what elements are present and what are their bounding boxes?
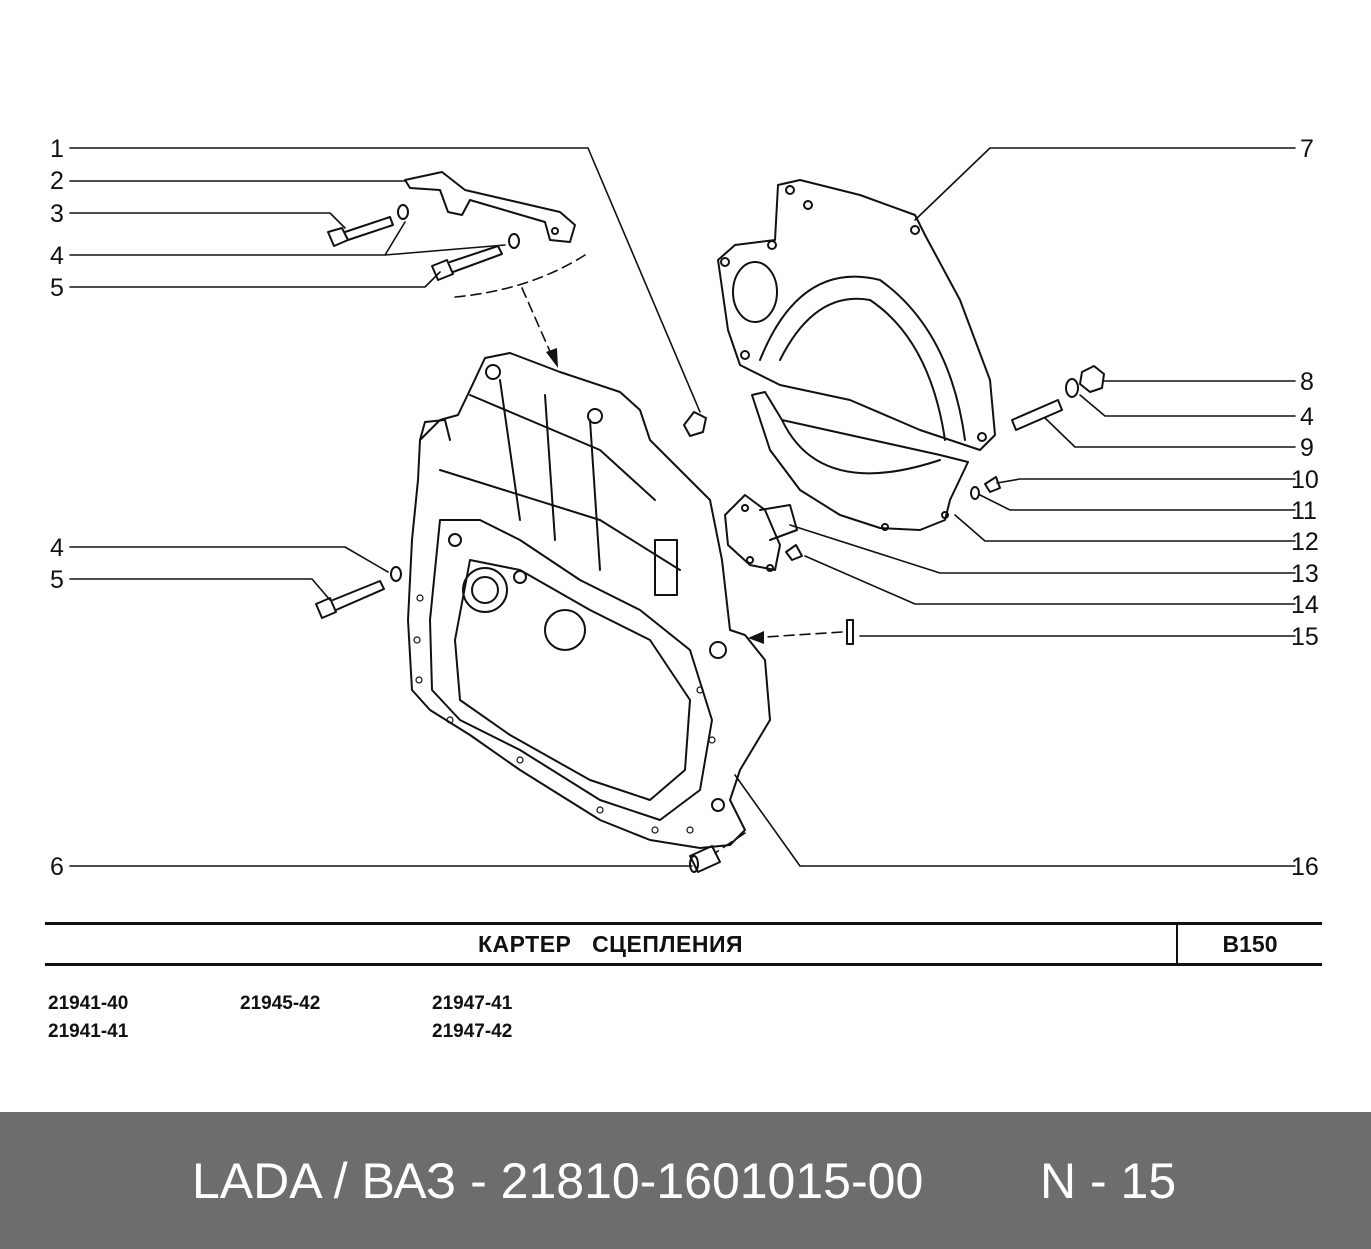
model-code: 21941-40	[48, 993, 129, 1014]
callout-9: 9	[1300, 434, 1314, 462]
callout-8: 8	[1300, 368, 1314, 396]
callout-16: 16	[1291, 853, 1319, 881]
bolt-part-10	[984, 476, 1001, 493]
plug-part-1	[683, 411, 707, 437]
model-list: 21941-40 21941-41 21945-42 21947-41 2194…	[48, 990, 748, 1060]
diagram-code: В150	[1176, 925, 1322, 963]
callout-labels: 1 2 3 4 5 4 5 6 7 8 4 9 10 11 12 13 14 1…	[50, 135, 1319, 881]
callout-1: 1	[50, 135, 64, 163]
callout-4-left: 4	[50, 534, 64, 562]
callout-15: 15	[1291, 623, 1319, 651]
bracket-part-2	[404, 171, 576, 243]
leader-lines	[69, 147, 1296, 867]
stud-part-9	[1011, 399, 1063, 431]
shield-part-7	[717, 179, 996, 451]
bolt-part-5-left	[315, 580, 385, 619]
callout-13: 13	[1291, 560, 1319, 588]
washer-part-4-left	[390, 566, 402, 582]
callout-7: 7	[1300, 135, 1314, 163]
washer-part-11	[970, 486, 980, 500]
title-bar: КАРТЕР СЦЕПЛЕНИЯ В150	[45, 922, 1322, 966]
footer-part-number: LADA / ВАЗ - 21810-1601015-00	[192, 1152, 924, 1209]
callout-2: 2	[50, 167, 64, 195]
guide-part-13	[724, 494, 798, 572]
callout-14: 14	[1291, 591, 1319, 619]
model-column-1: 21941-40 21941-41	[48, 990, 128, 1046]
diagram-title: КАРТЕР СЦЕПЛЕНИЯ	[477, 930, 744, 957]
callout-4-right: 4	[1300, 403, 1314, 431]
model-code: 21947-41	[432, 993, 513, 1014]
footer-page: N - 15	[1040, 1152, 1177, 1209]
bolt-part-5	[431, 233, 520, 281]
model-column-2: 21945-42	[240, 990, 320, 1018]
nut-part-8	[1079, 365, 1105, 393]
washer-part-4-right	[1065, 378, 1079, 398]
footer-banner: LADA / ВАЗ - 21810-1601015-00 N - 15	[0, 1112, 1371, 1249]
callout-10: 10	[1291, 466, 1319, 494]
model-code: 21947-42	[432, 1021, 513, 1042]
callout-5-left: 5	[50, 566, 64, 594]
assembly-dashes	[454, 254, 843, 854]
pin-part-15	[846, 619, 854, 645]
parts-diagram: 1 2 3 4 5 4 5 6 7 8 4 9 10 11 12 13 14 1…	[50, 135, 1319, 881]
callout-6: 6	[50, 853, 64, 881]
callout-4-upper: 4	[50, 242, 64, 270]
callout-12: 12	[1291, 528, 1319, 556]
clutch-housing	[407, 352, 771, 849]
model-code: 21941-41	[48, 1021, 129, 1042]
callout-3: 3	[50, 200, 64, 228]
model-code: 21945-42	[240, 993, 321, 1014]
model-column-3: 21947-41 21947-42	[432, 990, 512, 1046]
bolt-part-3	[327, 204, 409, 247]
callout-5-upper: 5	[50, 274, 64, 302]
callout-11: 11	[1291, 497, 1317, 525]
sleeve-part-6	[689, 845, 721, 873]
bolt-part-14	[785, 544, 803, 561]
cover-part-12	[751, 391, 969, 531]
